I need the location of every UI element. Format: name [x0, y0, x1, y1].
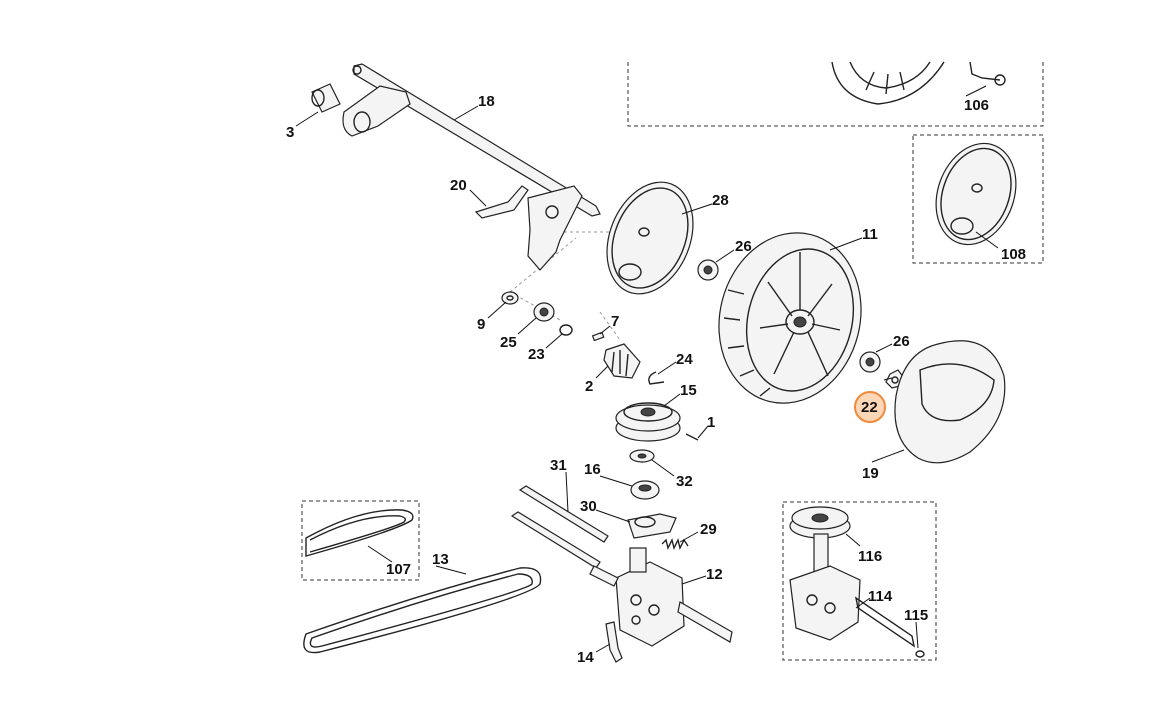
- part-9-washer[interactable]: [501, 291, 519, 305]
- part-12-gearbox[interactable]: [589, 547, 733, 647]
- label-24[interactable]: 24: [676, 351, 693, 368]
- label-1[interactable]: 1: [707, 414, 715, 431]
- part-3-bushing[interactable]: [311, 83, 411, 137]
- label-13[interactable]: 13: [432, 551, 449, 568]
- part-23-ring[interactable]: [559, 324, 573, 336]
- label-19[interactable]: 19: [862, 465, 879, 482]
- label-26-upper[interactable]: 26: [735, 238, 752, 255]
- label-12[interactable]: 12: [706, 566, 723, 583]
- part-14-lever[interactable]: [605, 621, 623, 663]
- label-116[interactable]: 116: [858, 548, 882, 565]
- label-22[interactable]: 22: [861, 399, 878, 416]
- highlight-marker-22[interactable]: [854, 391, 886, 423]
- part-31-rods[interactable]: [510, 485, 609, 569]
- part-20-lever[interactable]: [474, 185, 583, 271]
- label-15[interactable]: 15: [680, 382, 697, 399]
- part-2-gear[interactable]: [603, 343, 641, 379]
- part-labels: 3 18 20 28 26 11 26 9 25 23 7 2 24 15 1 …: [286, 93, 1026, 666]
- part-7-key[interactable]: [591, 331, 605, 342]
- part-18-axle[interactable]: [352, 63, 601, 217]
- label-3[interactable]: 3: [286, 124, 294, 141]
- detail-box-106: [627, 61, 1044, 127]
- label-32[interactable]: 32: [676, 473, 693, 490]
- detail-box-108: [912, 134, 1044, 264]
- part-16-bearing[interactable]: [630, 480, 660, 500]
- label-29[interactable]: 29: [700, 521, 717, 538]
- part-25-bearing[interactable]: [533, 302, 555, 322]
- part-11-wheel[interactable]: [701, 218, 878, 419]
- label-107[interactable]: 107: [386, 561, 411, 578]
- part-24-clip[interactable]: [648, 371, 665, 385]
- label-7[interactable]: 7: [611, 313, 619, 330]
- part-29-spring[interactable]: [661, 537, 689, 551]
- leader-lines: [295, 85, 999, 653]
- label-28[interactable]: 28: [712, 192, 729, 209]
- label-30[interactable]: 30: [580, 498, 597, 515]
- part-13-belt[interactable]: [303, 567, 542, 654]
- label-18[interactable]: 18: [478, 93, 495, 110]
- label-9[interactable]: 9: [477, 316, 485, 333]
- part-28-hubcap[interactable]: [591, 169, 709, 307]
- label-14[interactable]: 14: [577, 649, 594, 666]
- label-115[interactable]: 115: [904, 607, 928, 624]
- label-26-lower[interactable]: 26: [893, 333, 910, 350]
- label-25[interactable]: 25: [500, 334, 517, 351]
- label-106[interactable]: 106: [964, 97, 989, 114]
- detail-box-107: [301, 500, 420, 581]
- label-20[interactable]: 20: [450, 177, 467, 194]
- label-114[interactable]: 114: [868, 588, 893, 605]
- part-32-seal[interactable]: [629, 449, 655, 463]
- label-11[interactable]: 11: [862, 226, 878, 243]
- part-19-wheel-cover[interactable]: [894, 340, 1006, 464]
- part-26-bearing-upper[interactable]: [697, 259, 719, 281]
- label-23[interactable]: 23: [528, 346, 545, 363]
- part-26-bearing-lower[interactable]: [859, 351, 881, 373]
- label-108[interactable]: 108: [1001, 246, 1026, 263]
- label-2[interactable]: 2: [585, 378, 593, 395]
- label-31[interactable]: 31: [550, 457, 567, 474]
- part-1-pin[interactable]: [685, 433, 699, 441]
- part-30-collar[interactable]: [627, 513, 677, 539]
- part-15-pulley[interactable]: [615, 402, 681, 442]
- label-16[interactable]: 16: [584, 461, 601, 478]
- detail-box-116: [782, 501, 937, 661]
